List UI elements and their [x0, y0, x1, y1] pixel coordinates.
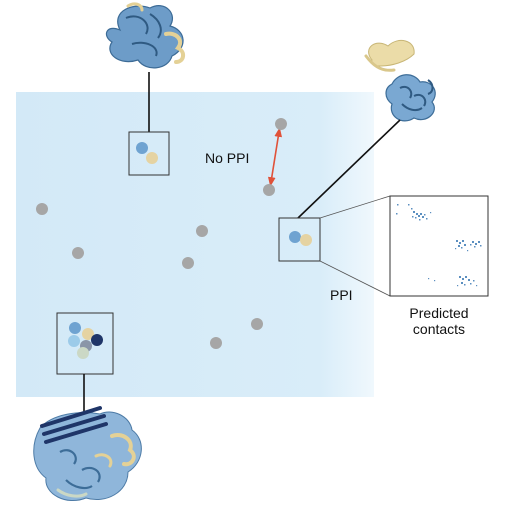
- dot-blue-ppi: [289, 231, 301, 243]
- protein-dot-2: [263, 184, 275, 196]
- protein-structure-complex-icon: [33, 406, 142, 501]
- protein-dot-6: [182, 257, 194, 269]
- contact-connector-bottom: [319, 260, 391, 297]
- protein-dot-1: [275, 118, 287, 130]
- dot-complex-paleblue: [68, 335, 80, 347]
- dot-tan: [146, 152, 158, 164]
- protein-dot-5: [72, 247, 84, 259]
- no-ppi-arrow: [267, 127, 283, 187]
- label-predicted: Predicted: [409, 305, 468, 321]
- protein-structure-dimer-icon: [364, 39, 436, 122]
- dot-complex-palegreen: [77, 347, 89, 359]
- zoom-box-ppi: [278, 217, 321, 262]
- dot-complex-tan: [82, 328, 94, 340]
- protein-dot-3: [36, 203, 48, 215]
- dot-blue: [136, 142, 148, 154]
- label-ppi: PPI: [330, 287, 353, 303]
- label-contacts: contacts: [413, 321, 465, 337]
- zoom-box-complex: [56, 312, 114, 375]
- zoom-box-top: [128, 131, 170, 176]
- protein-dot-4: [196, 225, 208, 237]
- protein-dot-7: [251, 318, 263, 330]
- contact-connector-top: [319, 195, 391, 219]
- connector-right: [297, 119, 401, 219]
- dot-complex-navy: [91, 334, 103, 346]
- dot-tan-ppi: [300, 234, 312, 246]
- protein-structure-monomer-icon: [105, 2, 185, 69]
- label-no-ppi: No PPI: [205, 150, 249, 166]
- dot-complex-blue: [69, 322, 81, 334]
- protein-dot-8: [210, 337, 222, 349]
- contact-map: [389, 195, 489, 297]
- contact-map-points: [396, 204, 482, 287]
